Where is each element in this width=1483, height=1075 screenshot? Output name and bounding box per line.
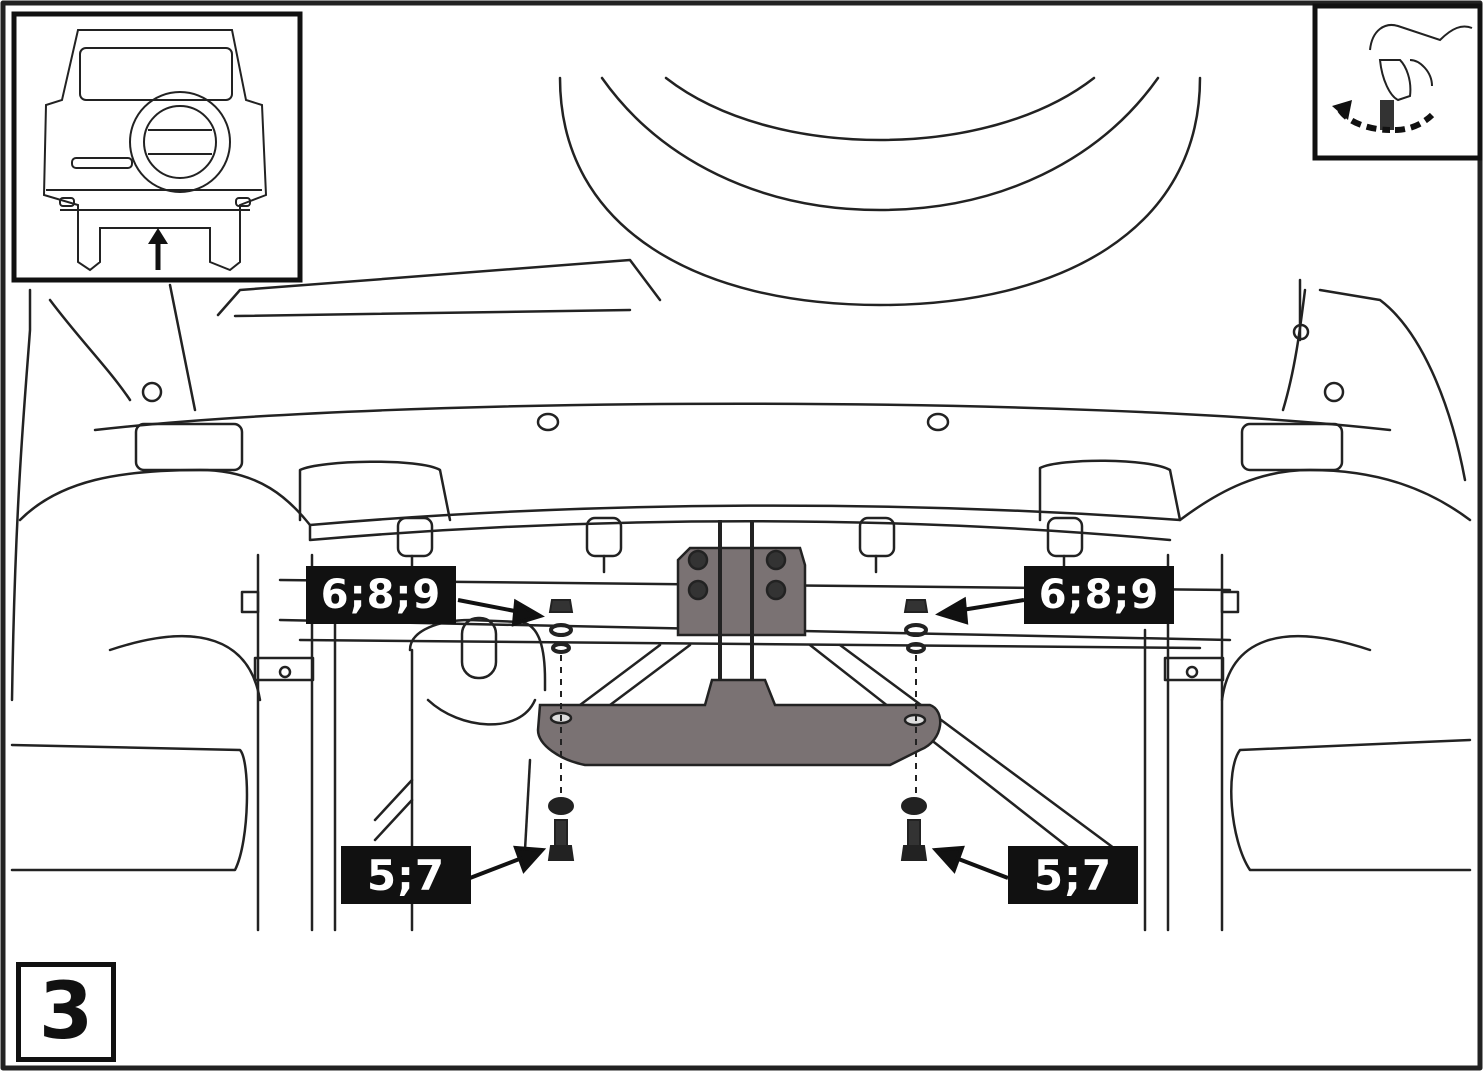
callout-parts-bottom-left: 5;7 xyxy=(341,846,471,904)
spare-tire xyxy=(558,76,1202,307)
callout-parts-bottom-right: 5;7 xyxy=(1008,846,1138,904)
hitch-bracket xyxy=(536,520,942,767)
step-number: 3 xyxy=(16,962,116,1062)
callout-parts-top-right: 6;8;9 xyxy=(1024,566,1174,624)
fasteners xyxy=(547,599,929,861)
callout-parts-top-left: 6;8;9 xyxy=(306,566,456,624)
pointer-arrows xyxy=(457,596,1025,880)
hand-tighten-bolt-icon xyxy=(1312,3,1483,161)
frame-mounts xyxy=(396,516,1084,574)
vehicle-rear-view-icon xyxy=(11,11,303,283)
